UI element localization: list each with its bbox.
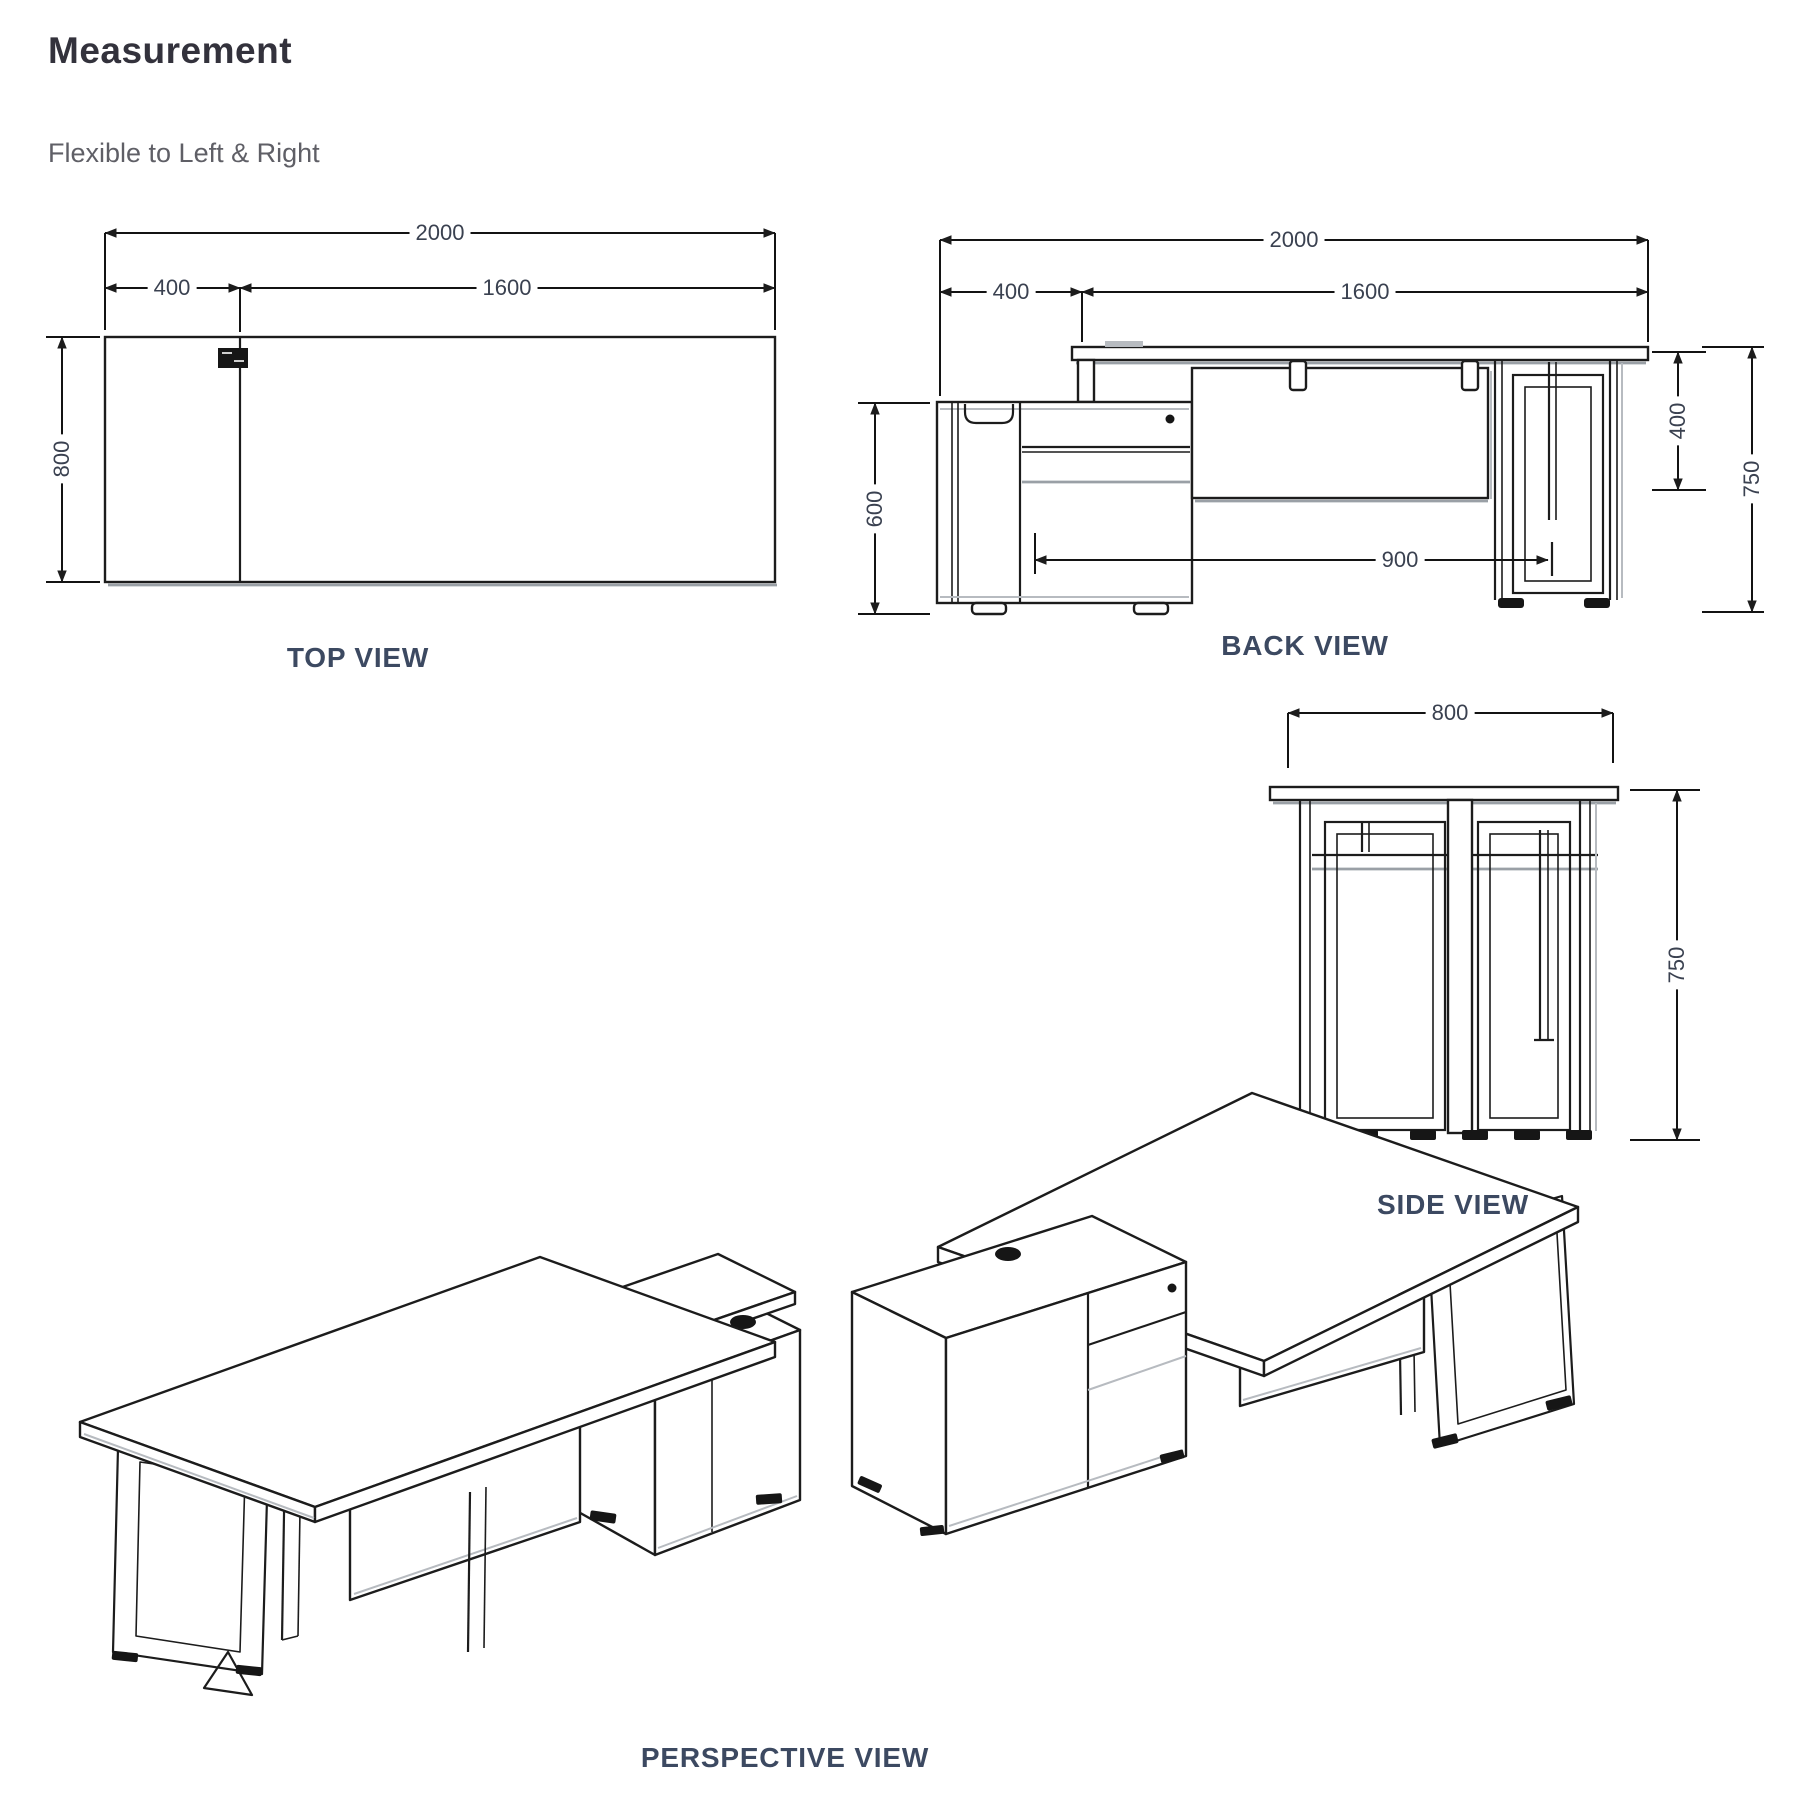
dim-back-desk-width: 1600	[1334, 280, 1396, 304]
dim-back-return-width: 400	[986, 280, 1036, 304]
dim-side-total-height: 750	[1664, 940, 1689, 990]
side-view-label: SIDE VIEW	[1377, 1189, 1529, 1220]
dim-top-total-width: 2000	[409, 221, 471, 245]
cable-grommet-top-view	[218, 348, 248, 368]
dim-top-return-width: 400	[147, 276, 197, 300]
top-view-drawing	[46, 228, 777, 587]
cable-grommet-perspective-left	[730, 1315, 756, 1329]
lock-dot-perspective	[1167, 1283, 1177, 1293]
perspective-left-drawing	[78, 1252, 802, 1697]
lock-dot	[1165, 414, 1175, 424]
dim-back-cabinet-height: 600	[862, 484, 887, 534]
dim-top-desk-width: 1600	[476, 276, 538, 300]
perspective-view-label: PERSPECTIVE VIEW	[640, 1742, 930, 1773]
perspective-right-drawing	[850, 1091, 1580, 1537]
dim-back-total-width: 2000	[1263, 228, 1325, 252]
dim-back-knee-space: 900	[1375, 548, 1425, 572]
cable-grommet-perspective-right	[995, 1247, 1021, 1261]
side-view-legs	[1298, 798, 1598, 1140]
side-view-drawing	[1268, 708, 1700, 1141]
dim-top-depth: 800	[49, 434, 74, 484]
page-subtitle: Flexible to Left & Right	[48, 138, 320, 168]
back-view-drawing	[858, 235, 1764, 616]
page-title: Measurement	[48, 30, 293, 71]
back-view-label: BACK VIEW	[1221, 630, 1389, 661]
dim-back-panel-height: 400	[1665, 396, 1690, 446]
back-view-cabinet	[935, 400, 1194, 616]
back-view-modesty-panel	[1190, 359, 1492, 503]
dim-side-depth: 800	[1425, 701, 1475, 725]
top-view-label: TOP VIEW	[286, 642, 430, 673]
back-view-leg	[1493, 360, 1623, 608]
dim-back-total-height: 750	[1739, 454, 1764, 504]
